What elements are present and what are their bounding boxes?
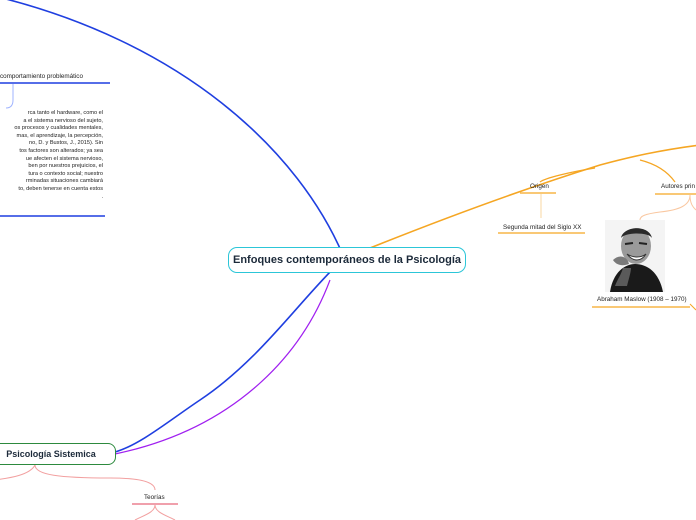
maslow-photo: [605, 220, 665, 292]
note-line: mas, el aprendizaje, la percepción,: [16, 132, 103, 139]
subtopic-origen[interactable]: Origen: [530, 183, 549, 190]
note-line: ben por nuestros prejuicios, el: [28, 163, 103, 170]
note-line: rca tanto el hardware, como el: [27, 110, 103, 116]
note-line: os procesos y cualidades mentales,: [14, 125, 103, 132]
central-topic-label: Enfoques contemporáneos de la Psicología: [233, 254, 461, 266]
note-line: tos factores son alterados; ya sea: [19, 147, 103, 154]
connector-origen: [539, 167, 596, 183]
portrait-image: [605, 220, 665, 292]
note-line: a el sistema nervioso del sujeto,: [23, 117, 103, 124]
subtopic-maslow[interactable]: Abraham Maslow (1908 – 1970): [597, 296, 687, 303]
subtopic-teorias[interactable]: Teorías: [144, 494, 165, 501]
subtopic-origen-detail[interactable]: Segunda mitad del Siglo XX: [503, 224, 582, 231]
connector-autores: [639, 159, 676, 183]
sub-connector-teorias: [34, 464, 156, 491]
connector-bottom-left: [114, 261, 341, 453]
topic-psicologia-sistemica[interactable]: Psicología Sistemica: [0, 443, 116, 465]
maslow-tick: [689, 303, 696, 311]
note-line: to, deben tenerse en cuenta estos: [18, 185, 103, 192]
note-line: ue afecten el sistema nervioso,: [25, 155, 103, 162]
note-line: .: [101, 193, 103, 200]
note-line: no, D. y Bustos, J., 2015). Sin: [29, 140, 103, 147]
note-line: rminadas situaciones cambiará: [25, 178, 103, 185]
note-connector: [5, 84, 14, 109]
teorias-children: [134, 504, 176, 520]
connector-purple: [114, 279, 331, 455]
central-topic[interactable]: Enfoques contemporáneos de la Psicología: [228, 247, 466, 273]
subtopic-autores[interactable]: Autores prin: [661, 183, 695, 190]
autores-children: [639, 194, 696, 221]
topic-psicologia-sistemica-label: Psicología Sistemica: [6, 449, 96, 459]
sub-connector-left: [0, 464, 36, 480]
connector-top-left: [6, 0, 346, 261]
note-line: tura o contexto social; nuestro: [28, 170, 103, 177]
connector-right: [369, 144, 696, 249]
topic-comportamiento[interactable]: comportamiento problemático: [0, 73, 83, 80]
